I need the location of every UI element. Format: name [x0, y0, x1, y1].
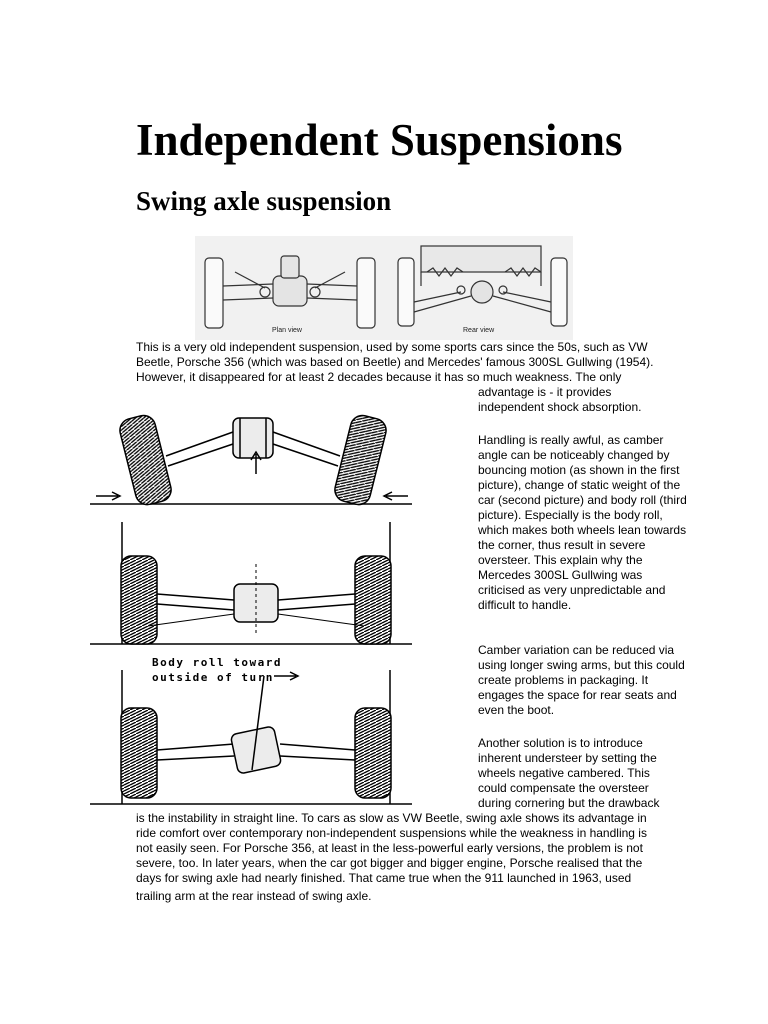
solution-line-3: wheels negative cambered. This [478, 766, 650, 780]
closing-line-2: ride comfort over contemporary non-indep… [136, 826, 647, 840]
intro-line-1: This is a very old independent suspensio… [136, 340, 648, 354]
solution-line-2: inherent understeer by setting the [478, 751, 657, 765]
solution-line-4: could compensate the oversteer [478, 781, 649, 795]
solution-line-5: during cornering but the drawback [478, 796, 660, 810]
intro-line-3: However, it disappeared for at least 2 d… [136, 370, 622, 384]
handling-paragraph: Handling is really awful, as camber angl… [478, 433, 687, 612]
side-line-2: independent shock absorption. [478, 400, 642, 414]
camber-paragraph: Camber variation can be reduced via usin… [478, 643, 685, 717]
section-heading: Swing axle suspension [136, 186, 392, 216]
closing-line-6: trailing arm at the rear instead of swin… [136, 889, 372, 903]
body-roll-annotation-line-1: Body roll toward [152, 656, 282, 669]
closing-line-4: severe, too. In later years, when the ca… [136, 856, 643, 870]
closing-line-5: days for swing axle had nearly finished.… [136, 871, 632, 885]
rear-view-caption: Rear view [463, 327, 495, 334]
closing-line-3: not easily seen. For Porsche 356, at lea… [136, 841, 643, 855]
body-roll-annotation-line-2: outside of turn [152, 671, 274, 684]
intro-line-2: Beetle, Porsche 356 (which was based on … [136, 355, 654, 369]
page-title: Independent Suspensions [136, 115, 623, 165]
swing-axle-camber-figure: Body roll toward outside of turn [90, 414, 412, 805]
plan-view-caption: Plan view [272, 327, 303, 334]
closing-line-1: is the instability in straight line. To … [136, 811, 647, 825]
swing-axle-plan-rear-figure: Plan view Rear view [195, 236, 573, 340]
solution-line-1: Another solution is to introduce [478, 736, 643, 750]
side-line-1: advantage is - it provides [478, 385, 612, 399]
